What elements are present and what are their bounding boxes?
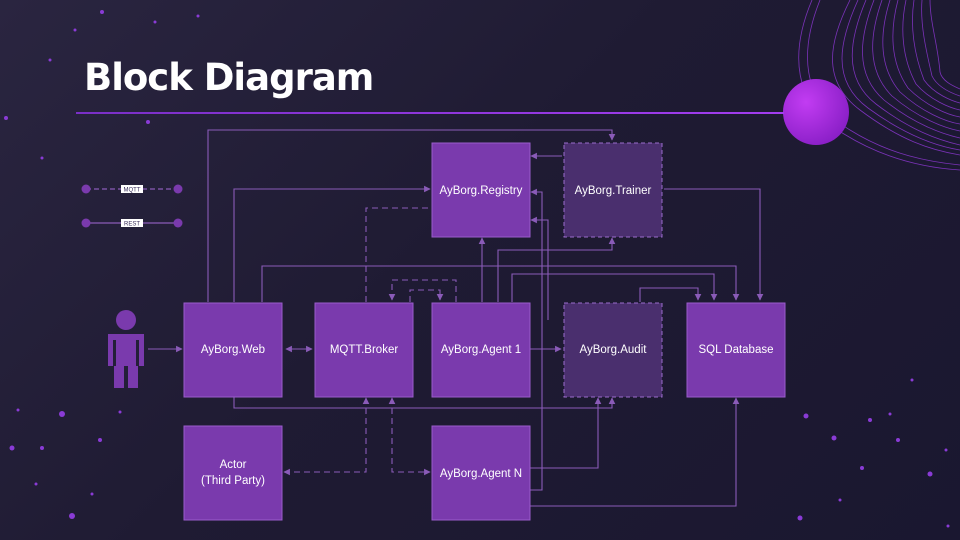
node-sql-label: SQL Database	[698, 344, 773, 356]
legend-item-rest: REST	[81, 218, 183, 228]
node-web: AyBorg.Web	[183, 302, 283, 398]
mqtt-connectors	[283, 207, 457, 476]
connector-agentN-audit	[530, 397, 602, 469]
legend-label-rest: REST	[124, 222, 140, 228]
node-trainer: AyBorg.Trainer	[563, 142, 663, 238]
node-actor: Actor (Third Party)	[183, 425, 283, 521]
node-trainer-label: AyBorg.Trainer	[575, 185, 652, 197]
node-sql: SQL Database	[686, 302, 786, 398]
node-broker: MQTT.Broker	[314, 302, 414, 398]
connector-agentN-registry	[530, 188, 543, 491]
title-underline	[76, 112, 784, 114]
node-agentN-label: AyBorg.Agent N	[440, 468, 522, 480]
legend-label-mqtt: MQTT	[124, 188, 141, 194]
connector-agent1-sql	[511, 273, 718, 302]
connector-web-audit-bottom	[233, 396, 616, 409]
node-registry: AyBorg.Registry	[431, 142, 531, 238]
wave-lines-decoration	[798, 0, 960, 171]
node-agent1: AyBorg.Agent 1	[431, 302, 531, 398]
node-agentN: AyBorg.Agent N	[431, 425, 531, 521]
slide-title: Block Diagram	[84, 56, 374, 99]
connector-audit-sql	[639, 287, 702, 302]
node-broker-label: MQTT.Broker	[330, 344, 399, 356]
connector-web-registry	[233, 185, 431, 302]
legend: MQTT REST	[81, 184, 183, 228]
node-audit-label: AyBorg.Audit	[580, 344, 648, 356]
connector-agentN-sql	[530, 397, 740, 507]
purple-orb-decoration	[783, 79, 849, 145]
node-actor-label-line1: Actor	[220, 459, 247, 471]
connector-broker-agentN	[388, 397, 431, 476]
connector-web-sql	[261, 265, 740, 302]
connector-agent1-trainer	[497, 237, 616, 302]
node-registry-label: AyBorg.Registry	[440, 185, 523, 197]
connector-broker-registry	[365, 207, 430, 302]
connector-web-trainer-top	[207, 129, 616, 302]
connector-trainer-sql	[664, 188, 764, 301]
node-agent1-label: AyBorg.Agent 1	[441, 344, 521, 356]
node-web-label: AyBorg.Web	[201, 344, 265, 356]
node-actor-label-line2: (Third Party)	[201, 475, 265, 487]
connector-actor-broker	[283, 397, 370, 476]
node-audit: AyBorg.Audit	[563, 302, 663, 398]
legend-item-mqtt: MQTT	[81, 184, 183, 194]
star-dots-decoration	[4, 10, 950, 528]
user-icon	[108, 310, 144, 388]
connector-audit-registry	[530, 216, 549, 320]
connector-agent1-broker	[388, 279, 457, 302]
connector-broker-agent1-top	[409, 289, 444, 302]
